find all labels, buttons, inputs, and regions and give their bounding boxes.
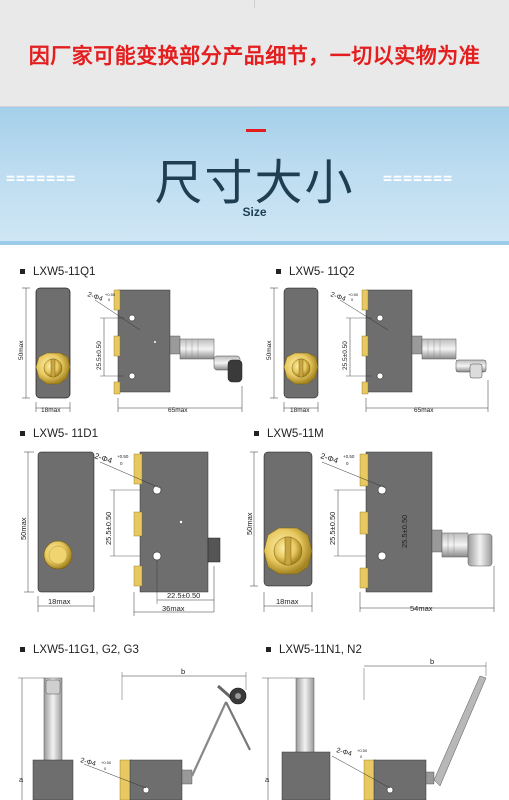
dim-length: 54max xyxy=(410,604,433,613)
dim-hole: 25.5±0.50 xyxy=(96,341,103,370)
front-body xyxy=(37,451,95,593)
model-label-q1: LXW5-11Q1 xyxy=(20,266,95,278)
dim-b: b xyxy=(430,657,434,666)
dim-screw: 2-Φ4 xyxy=(86,291,103,303)
dim-a: a xyxy=(265,775,270,784)
dim-screw: 2-Φ4 xyxy=(319,451,339,465)
dim-screw: 2-Φ4 xyxy=(329,291,346,303)
front-body xyxy=(281,751,331,800)
dim-tol-top: +0.50 xyxy=(343,454,355,459)
dim-tol-top: +0.50 xyxy=(357,748,368,753)
divider xyxy=(254,0,255,8)
dim-hole-2: 25.5±0.50 xyxy=(400,515,409,548)
dim-screw: 2-Φ4 xyxy=(79,757,96,768)
dim-height: 50max xyxy=(18,340,25,360)
front-body xyxy=(32,759,74,800)
diagram-g: a b 2-Φ4 +0.50 0 xyxy=(18,667,251,800)
dim-screw: 2-Φ4 xyxy=(335,747,352,758)
dim-tol-bot: 0 xyxy=(108,297,111,302)
diagram-q2: 18max 50max 2-Φ4 +0.50 0 25.5±0.50 65max xyxy=(266,287,489,414)
dim-hole: 25.5±0.50 xyxy=(342,341,349,370)
dim-tol-top: +0.50 xyxy=(117,454,129,459)
model-label-m: LXW5-11M xyxy=(254,428,324,440)
roller-lever xyxy=(191,701,227,777)
dim-tol-top: +0.50 xyxy=(348,292,359,297)
model-label-d1: LXW5- 11D1 xyxy=(20,428,98,440)
dim-width: 18max xyxy=(276,597,299,606)
side-body xyxy=(365,289,413,393)
section-title: 尺寸大小 xyxy=(154,155,355,211)
dim-width: 18max xyxy=(48,597,71,606)
dim-a: a xyxy=(19,775,24,784)
right-dashes: ======= xyxy=(383,169,454,187)
dim-length: 36max xyxy=(162,604,185,613)
dim-offset: 22.5±0.50 xyxy=(167,591,200,600)
dim-height: 50max xyxy=(19,517,28,540)
model-label-g: LXW5-11G1, G2, G3 xyxy=(20,644,139,656)
left-dashes: ======= xyxy=(6,169,77,187)
dim-tol-top: +0.50 xyxy=(105,292,116,297)
dim-tol-bot: 0 xyxy=(104,766,107,771)
diagram-n: a b 2-Φ4 +0.50 0 xyxy=(262,657,487,800)
dim-b: b xyxy=(181,667,185,676)
diagram-m: 18max 50max 2-Φ4 +0.50 0 25.5±0.50 25.5±… xyxy=(245,451,495,613)
accent-bar xyxy=(246,129,266,132)
wand-lever xyxy=(433,675,487,787)
dim-tol-bot: 0 xyxy=(351,297,354,302)
dim-tol-top: +0.50 xyxy=(101,760,112,765)
dim-tol-bot: 0 xyxy=(360,754,363,759)
model-label-n: LXW5-11N1, N2 xyxy=(266,644,362,656)
diagram-q1: 18max 50max 2-Φ4 +0.50 0 25.5±0.50 65max xyxy=(18,287,243,414)
dim-length: 65max xyxy=(168,407,188,414)
side-body xyxy=(365,451,433,593)
dim-tol-bot: 0 xyxy=(346,461,349,466)
side-body xyxy=(139,451,209,593)
section-subtitle: Size xyxy=(242,205,267,219)
dim-height: 50max xyxy=(245,512,254,535)
diagram-d1: 18max 50max 2-Φ4 +0.50 0 25.5±0.50 22.5±… xyxy=(19,451,221,616)
dim-length: 65max xyxy=(414,407,434,414)
dim-hole: 25.5±0.50 xyxy=(328,512,337,545)
notice-strip: 因厂家可能变换部分产品细节，一切以实物为准 xyxy=(0,0,509,107)
dim-height: 50max xyxy=(266,340,273,360)
dim-width: 18max xyxy=(41,407,61,414)
side-body xyxy=(129,759,183,800)
dim-width: 18max xyxy=(290,407,310,414)
dim-hole: 25.5±0.50 xyxy=(104,512,113,545)
side-body xyxy=(373,759,427,800)
model-label-q2: LXW5- 11Q2 xyxy=(276,266,355,278)
dim-tol-bot: 0 xyxy=(120,461,123,466)
side-body xyxy=(117,289,171,393)
size-banner: ======= 尺寸大小 ======= Size xyxy=(0,107,509,245)
notice-text: 因厂家可能变换部分产品细节，一切以实物为准 xyxy=(28,44,481,68)
